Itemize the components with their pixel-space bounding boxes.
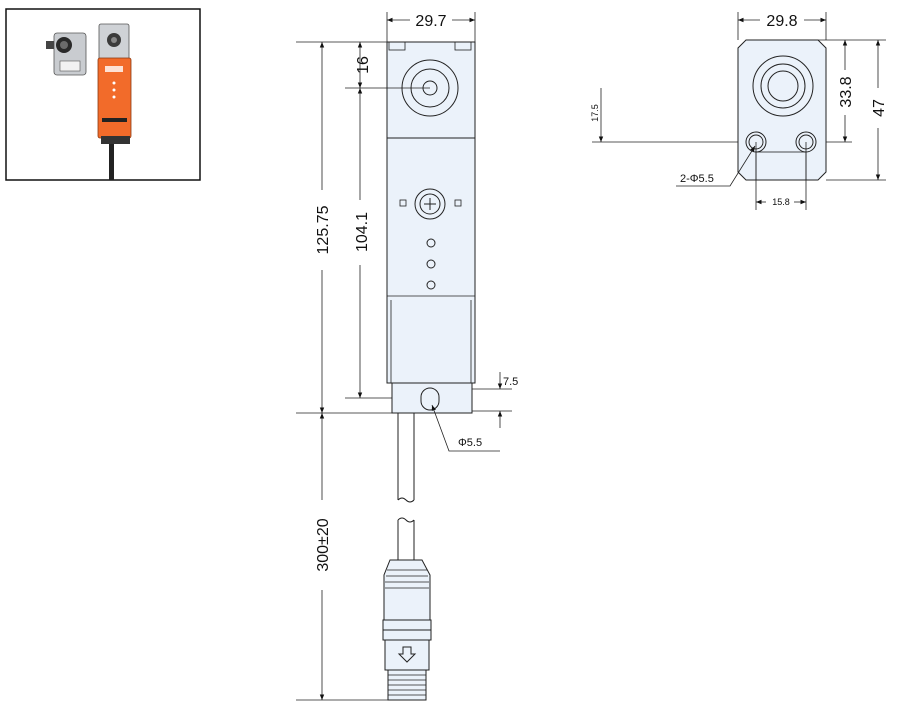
dim-side-width: 29.8 [766, 13, 797, 30]
dim-side-height-47: 47 [871, 99, 888, 117]
dim-mount-holes: 2-Φ5.5 [680, 173, 714, 185]
side-view [737, 39, 827, 181]
connector [382, 559, 432, 701]
mount-bracket [391, 382, 473, 414]
dim-cable-length: 300±20 [315, 518, 332, 571]
dim-cable-hole: Φ5.5 [458, 437, 482, 449]
side-lens-icon [752, 55, 814, 117]
dim-total-length: 125.75 [315, 205, 332, 254]
led-indicator [426, 238, 436, 248]
sensor-head [386, 41, 476, 139]
cable [397, 413, 415, 560]
dim-body-length: 104.1 [354, 212, 371, 252]
dim-offset-17-5: 17.5 [590, 104, 600, 122]
led-indicator [426, 259, 436, 269]
led-indicator [426, 280, 436, 290]
dim-front-width: 29.7 [415, 13, 446, 30]
arrow-down-icon [397, 646, 417, 663]
side-dimensions: 29.8 33.8 47 15.8 2-Φ5.5 [676, 12, 888, 210]
actuator-image [46, 32, 87, 76]
front-dimensions: 29.7 16 104.1 125.75 300±20 7.5 Φ5.5 [296, 12, 518, 701]
screw-icon [399, 188, 462, 220]
dim-top-offset: 16 [355, 56, 372, 74]
side-body [737, 39, 827, 181]
switch-body-image [97, 23, 132, 180]
dim-bottom-offset: 7.5 [503, 376, 518, 388]
product-photo [5, 8, 201, 181]
front-view [382, 41, 476, 701]
dim-hole-spacing: 15.8 [772, 197, 790, 207]
dim-side-height-33-8: 33.8 [838, 76, 855, 107]
